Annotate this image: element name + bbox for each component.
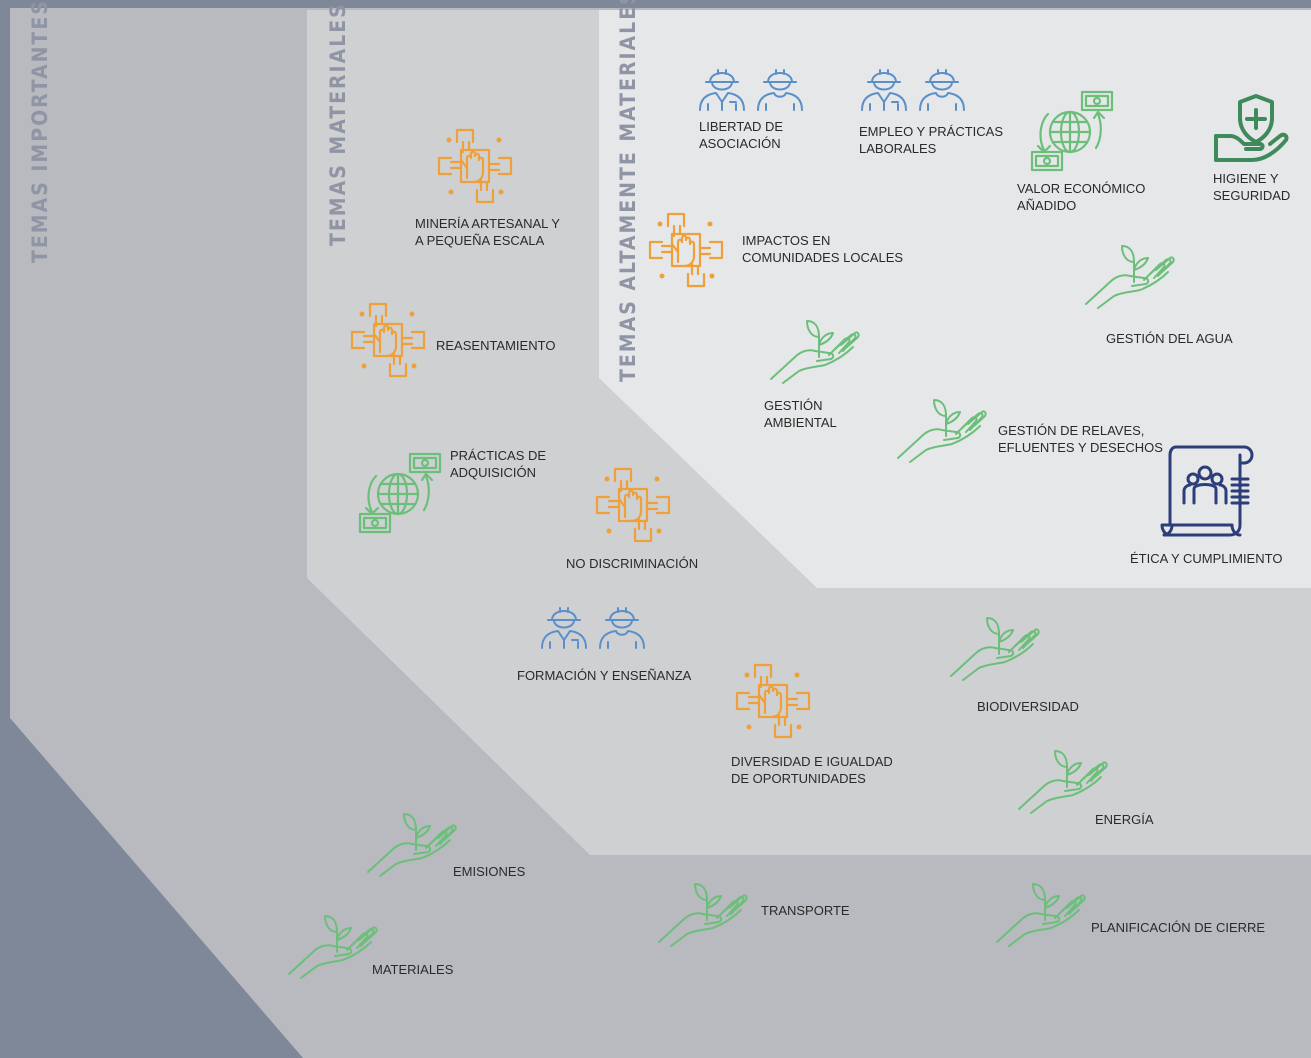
- topic-label-valor-economico: VALOR ECONÓMICO AÑADIDO: [1017, 181, 1146, 213]
- topic-label-no-discriminacion: NO DISCRIMINACIÓN: [566, 556, 699, 571]
- topic-label-practicas-adquisicion: PRÁCTICAS DE ADQUISICIÓN: [450, 448, 547, 480]
- globe-money-icon: [358, 452, 442, 534]
- topic-label-energia: ENERGÍA: [1095, 812, 1154, 827]
- topic-label-gestion-relaves: GESTIÓN DE RELAVES, EFLUENTES Y DESECHOS: [998, 423, 1163, 455]
- topic-label-mineria-artesanal: MINERÍA ARTESANAL Y A PEQUEÑA ESCALA: [415, 216, 560, 248]
- topic-label-formacion: FORMACIÓN Y ENSEÑANZA: [517, 668, 692, 683]
- topic-label-planificacion-cierre: PLANIFICACIÓN DE CIERRE: [1091, 920, 1266, 935]
- topic-label-libertad-asociacion: LIBERTAD DE ASOCIACIÓN: [699, 119, 784, 151]
- document-people-icon: [1160, 445, 1254, 539]
- topic-label-reasentamiento: REASENTAMIENTO: [436, 338, 556, 353]
- topic-label-materiales: MATERIALES: [372, 962, 454, 977]
- plant-hand-icon: [287, 910, 379, 979]
- topic-label-gestion-ambiental: GESTIÓN AMBIENTAL: [764, 398, 837, 430]
- topic-label-impactos-comunidades: IMPACTOS EN COMUNIDADES LOCALES: [742, 233, 904, 265]
- zone-label-highly-material: TEMAS ALTAMENTE MATERIALES: [616, 0, 640, 382]
- plant-hand-icon: [1084, 240, 1176, 309]
- workers-icon: [860, 62, 972, 112]
- plant-hand-icon: [366, 808, 458, 877]
- hands-together-icon: [437, 128, 513, 204]
- health-shield-hand-icon: [1212, 92, 1294, 166]
- plant-hand-icon: [769, 315, 861, 384]
- topic-label-emisiones: EMISIONES: [453, 864, 526, 879]
- topic-label-biodiversidad: BIODIVERSIDAD: [977, 699, 1079, 714]
- topic-label-diversidad: DIVERSIDAD E IGUALDAD DE OPORTUNIDADES: [731, 754, 893, 786]
- zone-label-important: TEMAS IMPORTANTES: [28, 0, 52, 263]
- hands-together-icon: [350, 302, 426, 378]
- workers-icon: [698, 62, 810, 112]
- hands-together-icon: [595, 467, 671, 543]
- topic-label-empleo-practicas: EMPLEO Y PRÁCTICAS LABORALES: [859, 124, 1004, 156]
- plant-hand-icon: [995, 878, 1087, 947]
- topic-label-higiene-seguridad: HIGIENE Y SEGURIDAD: [1213, 171, 1291, 203]
- topic-label-transporte: TRANSPORTE: [761, 903, 850, 918]
- plant-hand-icon: [1017, 745, 1109, 814]
- zone-label-material: TEMAS MATERIALES: [326, 2, 350, 246]
- plant-hand-icon: [657, 878, 749, 947]
- workers-icon: [540, 600, 652, 650]
- plant-hand-icon: [896, 394, 988, 463]
- hands-together-icon: [735, 663, 811, 739]
- hands-together-icon: [648, 212, 724, 288]
- zone-highly-material: [599, 10, 1311, 588]
- plant-hand-icon: [949, 612, 1041, 681]
- globe-money-icon: [1030, 90, 1114, 172]
- topic-label-etica: ÉTICA Y CUMPLIMIENTO: [1130, 551, 1283, 566]
- topic-label-gestion-agua: GESTIÓN DEL AGUA: [1106, 331, 1233, 346]
